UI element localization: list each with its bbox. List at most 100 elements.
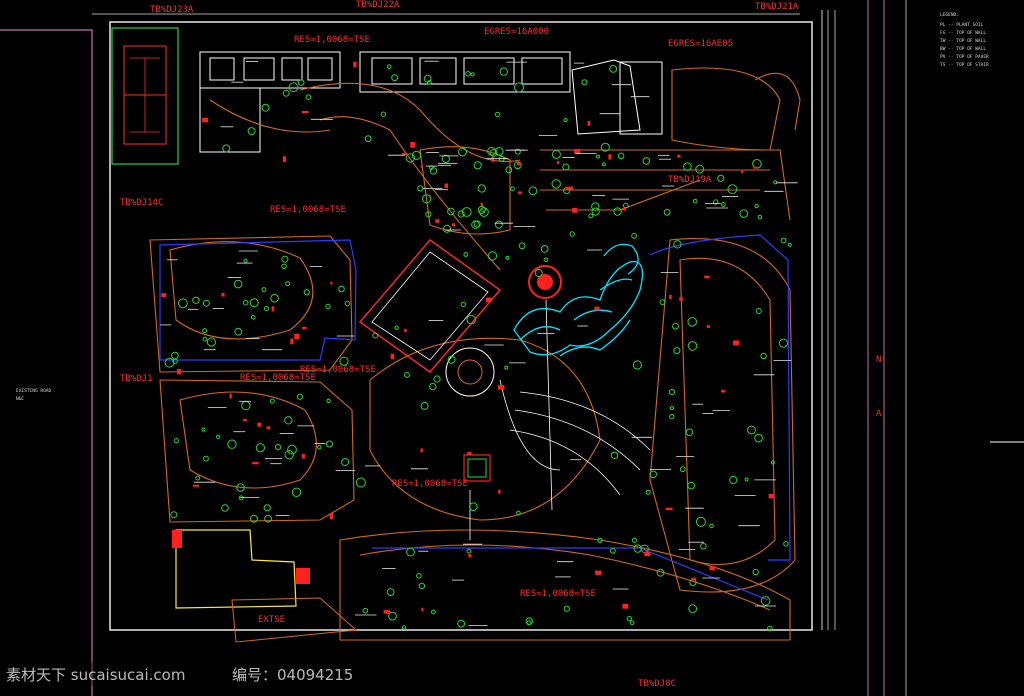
planting-symbol (673, 240, 682, 249)
planting-symbol (285, 281, 291, 287)
zone-label-5: RES=1,0068=TSE (240, 373, 316, 383)
planting-symbol (457, 619, 466, 628)
planting-symbol (457, 210, 465, 218)
planting-symbol (404, 372, 410, 378)
planting-symbol (429, 382, 437, 391)
label-north-top-right: TB%DJ21A (755, 2, 799, 12)
planting-symbol (787, 242, 792, 247)
zone-label-3: RES=1,0068=TSE (270, 205, 346, 215)
planting-symbol (447, 207, 455, 216)
feature-mark (404, 328, 407, 332)
legend-item: FG -- TOP OF WALL (940, 30, 986, 36)
feature-mark (644, 552, 651, 556)
feature-mark (572, 208, 578, 213)
planting-symbol (247, 127, 256, 136)
planting-symbol (778, 338, 789, 348)
planting-symbol (338, 285, 345, 293)
planting-symbol (688, 604, 698, 614)
feature-mark (221, 292, 225, 297)
planting-symbol (401, 625, 407, 630)
planting-symbol (685, 428, 694, 437)
feature-mark (390, 353, 395, 360)
planting-symbol (288, 82, 299, 93)
feature-mark (302, 326, 307, 329)
central-plaza (358, 239, 651, 540)
planting-symbol (695, 516, 706, 527)
planting-symbol (504, 365, 509, 370)
planting-symbol (264, 306, 269, 311)
planting-symbol (241, 400, 251, 411)
planting-symbol (291, 487, 302, 497)
planting-symbol (281, 263, 287, 269)
planting-symbol (673, 347, 681, 355)
planting-symbol (470, 72, 475, 77)
planting-symbol (261, 287, 267, 293)
planting-symbol (202, 328, 208, 334)
planting-symbol (505, 166, 513, 174)
feature-mark (290, 338, 294, 345)
feature-mark (242, 419, 247, 422)
planting-symbol (610, 451, 619, 459)
planting-symbol (656, 568, 665, 577)
side-note-line-1: EXISTING ROAD (16, 388, 52, 394)
planting-symbol (202, 336, 208, 342)
planting-symbol (770, 460, 775, 465)
feature-mark (595, 570, 602, 575)
label-west: TB%DJ14C (120, 198, 163, 208)
feature-mark (594, 306, 600, 311)
planting-symbol (364, 135, 372, 143)
feature-mark (622, 603, 629, 609)
planting-symbol (255, 443, 265, 453)
feature-mark (266, 426, 271, 430)
level-annotations (160, 60, 798, 626)
zone-label-6: RES=1,0068=TSE (300, 365, 376, 375)
feature-mark (677, 154, 681, 158)
planting-symbol (609, 65, 618, 73)
planting-symbol (692, 198, 698, 204)
planting-symbol (466, 548, 472, 554)
side-note-line-2: N&C (16, 396, 24, 402)
planting-symbol (355, 477, 366, 488)
planting-symbol (287, 444, 297, 455)
planting-symbol (425, 211, 432, 218)
planting-symbol (206, 337, 216, 347)
planting-symbol (760, 352, 767, 360)
planting-symbol (649, 470, 658, 479)
feature-mark (706, 325, 710, 328)
planting-symbol (514, 148, 521, 155)
planting-symbol (305, 94, 312, 100)
planting-symbol (783, 541, 789, 547)
feature-mark (282, 156, 287, 162)
planting-symbol (429, 167, 438, 175)
planting-symbol (170, 511, 178, 519)
planting-symbol (505, 255, 510, 260)
planting-symbol (249, 298, 259, 308)
feature-mark (587, 120, 591, 126)
planting-symbol (687, 317, 698, 327)
planting-symbol (422, 194, 432, 204)
feature-mark (410, 142, 416, 148)
planting-symbol (481, 207, 487, 212)
planting-symbol (466, 314, 477, 325)
planting-symbol (729, 475, 738, 485)
feature-mark (420, 448, 423, 453)
planting-symbol (326, 398, 331, 403)
feature-mark (444, 183, 449, 189)
north-arrow: N (876, 355, 881, 365)
planting-symbol (754, 203, 759, 209)
planting-symbol (296, 393, 303, 400)
feature-mark (452, 223, 455, 227)
planting-symbol (700, 542, 707, 550)
planting-symbol (417, 185, 424, 192)
planting-symbol (471, 220, 480, 229)
planting-symbol (418, 582, 426, 590)
feature-mark (192, 484, 200, 487)
label-east: TB%DJ19A (668, 175, 712, 185)
planting-symbol (227, 439, 237, 449)
planting-symbol (683, 162, 692, 171)
feature-mark (294, 333, 300, 340)
watermark-site: 素材天下 sucaisucai.com (6, 666, 185, 684)
feature-mark (669, 294, 672, 300)
planting-symbol (391, 74, 399, 82)
feature-mark (271, 306, 275, 312)
